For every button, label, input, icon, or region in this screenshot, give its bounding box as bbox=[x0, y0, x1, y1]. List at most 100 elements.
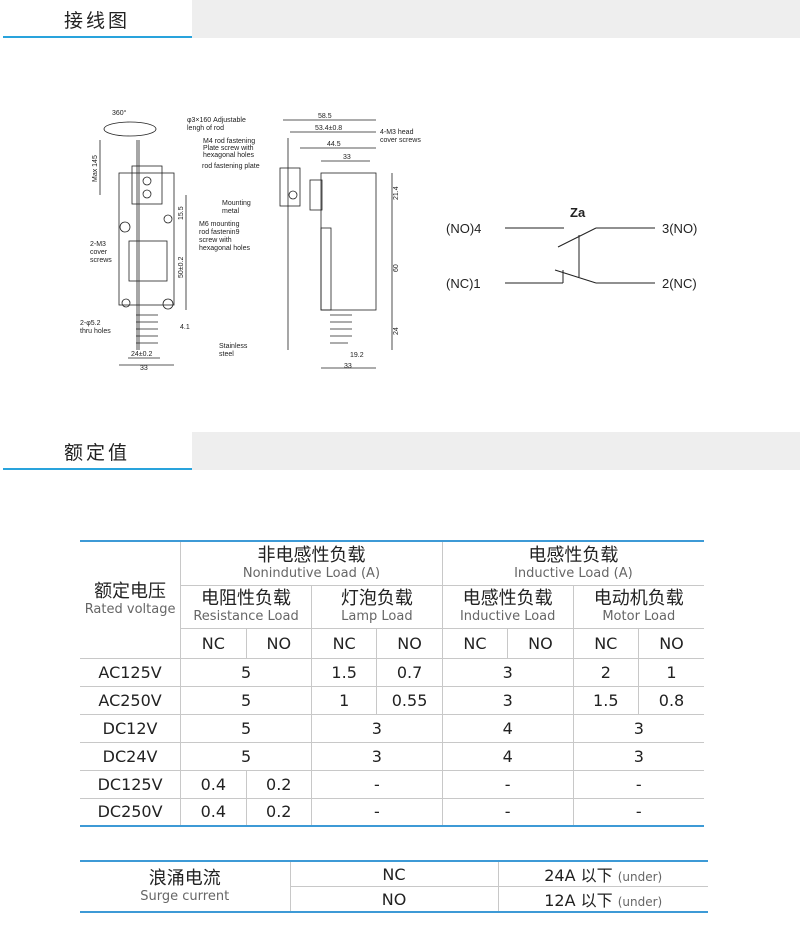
label: Resistance Load bbox=[193, 609, 299, 624]
label: 33 bbox=[344, 363, 352, 370]
value-cell: - bbox=[441, 769, 574, 799]
value-cell: 3 bbox=[572, 713, 704, 743]
header-bar bbox=[192, 432, 800, 470]
label: M4 rod fastening bbox=[203, 138, 255, 145]
label: 电感性负载 bbox=[462, 588, 553, 609]
label: Lamp Load bbox=[341, 609, 413, 624]
label: 33 bbox=[343, 154, 351, 161]
label: 19.2 bbox=[350, 352, 364, 359]
value-cell: 1 bbox=[310, 685, 378, 715]
header-bar bbox=[192, 0, 800, 38]
label: screw with bbox=[199, 237, 232, 244]
surge-value-cell: 24A 以下 (under) bbox=[497, 860, 708, 887]
value-cell: 0.8 bbox=[637, 685, 704, 715]
value-cell: 0.55 bbox=[376, 685, 443, 715]
label: screws bbox=[90, 257, 112, 264]
value: 12A 以下 bbox=[544, 891, 613, 910]
section-title: 接线图 bbox=[64, 10, 131, 32]
contact-type-cell: NO bbox=[290, 886, 499, 913]
value-cell: 5 bbox=[180, 685, 312, 715]
label: 电动机负载 bbox=[593, 588, 684, 609]
value-cell: 5 bbox=[180, 713, 312, 743]
label: steel bbox=[219, 351, 234, 358]
contact-type-header: NO bbox=[637, 627, 704, 659]
voltage-cell: DC250V bbox=[80, 797, 182, 827]
value-cell: - bbox=[441, 797, 574, 827]
value-cell: 0.4 bbox=[180, 769, 247, 799]
label: 额定电压 bbox=[94, 581, 167, 603]
value-cell: 3 bbox=[441, 657, 574, 687]
label: lengh of rod bbox=[187, 125, 224, 132]
voltage-cell: AC125V bbox=[80, 657, 182, 687]
value-cell: 3 bbox=[310, 713, 443, 743]
value-cell: 0.2 bbox=[245, 797, 312, 827]
value-cell: 1.5 bbox=[310, 657, 378, 687]
voltage-cell: AC250V bbox=[80, 685, 182, 715]
value-cell: 1 bbox=[637, 657, 704, 687]
surge-value-cell: 12A 以下 (under) bbox=[497, 886, 708, 913]
label: cover screws bbox=[380, 137, 421, 144]
label: rod fastening plate bbox=[202, 163, 260, 170]
label: M6 mounting bbox=[199, 221, 240, 228]
label: cover bbox=[90, 249, 108, 256]
label: 电感性负载 bbox=[528, 544, 619, 566]
voltage-cell: DC125V bbox=[80, 769, 182, 799]
title-underline bbox=[3, 36, 192, 38]
voltage-cell: DC12V bbox=[80, 713, 182, 743]
label: 44.5 bbox=[327, 141, 341, 148]
rotation-label: 360° bbox=[112, 109, 127, 117]
value-cell: 4 bbox=[441, 713, 574, 743]
value-cell: - bbox=[572, 769, 704, 799]
label: φ3×160 Adjustable bbox=[187, 117, 246, 124]
label: Inductive Load (A) bbox=[514, 565, 633, 581]
contact-type-header: NC bbox=[310, 627, 378, 659]
section-title: 额定值 bbox=[64, 442, 131, 464]
label: 21.4 bbox=[393, 186, 400, 200]
value-cell: - bbox=[572, 797, 704, 827]
contact-type-header: NC bbox=[572, 627, 639, 659]
label: Surge current bbox=[140, 889, 230, 904]
value-cell: 0.4 bbox=[180, 797, 247, 827]
value-cell: 3 bbox=[441, 685, 574, 715]
label: hexagonal holes bbox=[203, 152, 254, 159]
label: 电阻性负载 bbox=[201, 588, 292, 609]
label: Rated voltage bbox=[84, 602, 176, 618]
value-cell: 0.7 bbox=[376, 657, 443, 687]
label: 33 bbox=[140, 365, 148, 372]
label: 2-M3 bbox=[90, 241, 106, 248]
label: 60 bbox=[393, 264, 400, 272]
contact-type-header: NC bbox=[180, 627, 247, 659]
terminal-label: 3(NO) bbox=[662, 221, 697, 236]
label: rod fastenin9 bbox=[199, 229, 240, 236]
label: Max 145 bbox=[92, 155, 99, 182]
value-cell: 4 bbox=[441, 741, 574, 771]
label: Mounting bbox=[222, 200, 251, 207]
note: (under) bbox=[617, 895, 663, 909]
value-cell: 2 bbox=[572, 657, 639, 687]
contact-type-header: NC bbox=[441, 627, 509, 659]
label: Plate screw with bbox=[203, 145, 254, 152]
value: 24A 以下 bbox=[544, 866, 613, 885]
label: metal bbox=[222, 208, 240, 215]
circuit-diagram: Za (NO)4 3(NO) (NC)1 2(NC) bbox=[446, 205, 697, 291]
voltage-cell: DC24V bbox=[80, 741, 182, 771]
value-cell: 5 bbox=[180, 741, 312, 771]
value-cell: - bbox=[310, 769, 443, 799]
label: 灯泡负载 bbox=[340, 588, 413, 609]
label: 24±0.2 bbox=[131, 351, 152, 358]
label: 50±0.2 bbox=[178, 257, 185, 278]
label: 非电感性负载 bbox=[257, 544, 366, 566]
value-cell: 0.2 bbox=[245, 769, 312, 799]
